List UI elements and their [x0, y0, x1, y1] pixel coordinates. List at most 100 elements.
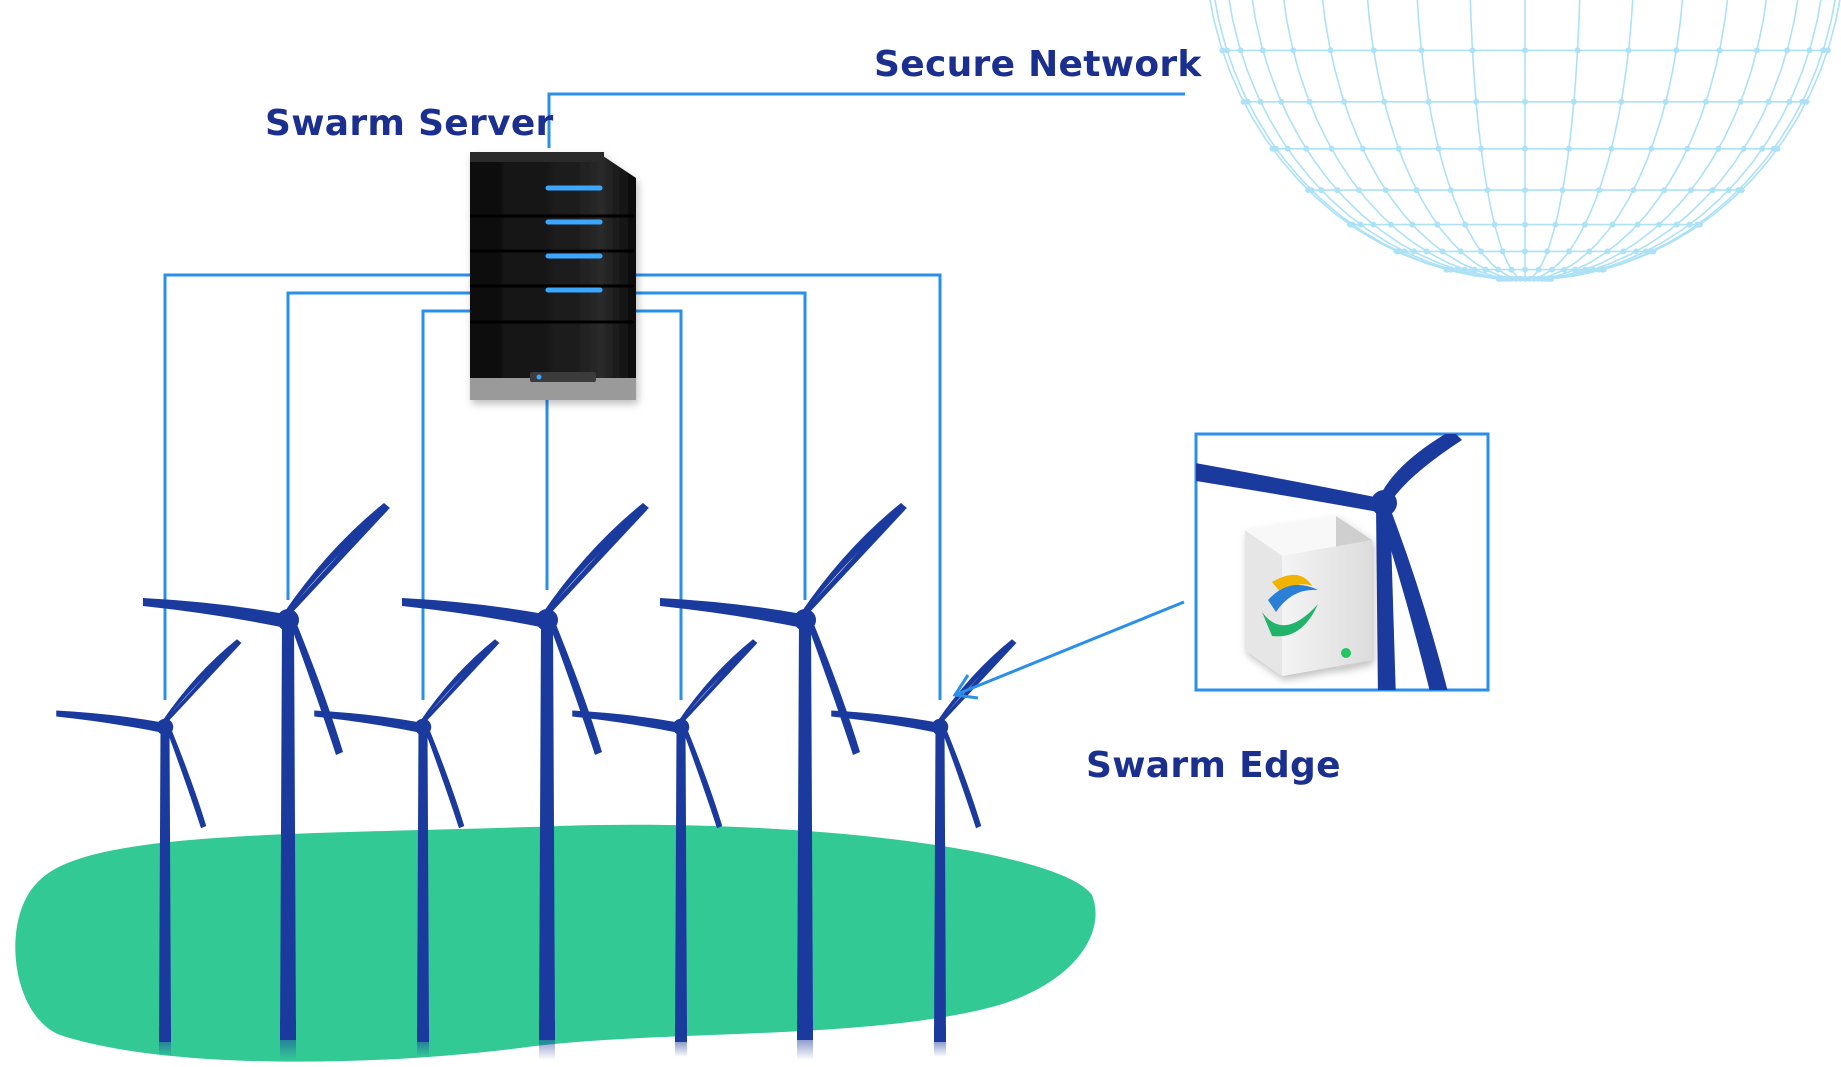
globe-mesh-node	[1526, 275, 1533, 282]
link-turbine-5	[625, 309, 683, 700]
globe-mesh-node	[1620, 248, 1627, 255]
globe-mesh-node	[1759, 145, 1766, 152]
globe-mesh-node	[1522, 248, 1528, 255]
edge-status-led	[1341, 648, 1351, 658]
swarm-edge-label: Swarm Edge	[1086, 745, 1341, 786]
swarm-edge-detail-box	[1194, 432, 1490, 692]
globe-mesh-node	[1237, 47, 1244, 54]
globe-mesh-node	[1395, 145, 1402, 152]
globe-mesh-node	[1697, 221, 1703, 228]
globe-mesh-node	[1334, 187, 1341, 194]
globe-mesh-line	[1416, 0, 1526, 281]
globe-mesh-node	[1382, 187, 1389, 194]
globe-mesh-node	[1582, 266, 1589, 273]
globe-mesh-node	[1462, 221, 1469, 228]
globe-mesh-node	[1395, 248, 1402, 255]
globe-mesh-node	[1535, 266, 1542, 273]
globe-mesh-node	[1517, 275, 1524, 282]
globe-mesh-node	[1454, 266, 1460, 273]
globe-mesh-node	[1327, 47, 1334, 54]
globe-mesh-node	[1370, 47, 1377, 54]
globe-mesh-node	[1499, 248, 1506, 255]
globe-mesh-node	[1604, 248, 1611, 255]
globe-mesh-line	[1366, 0, 1526, 281]
globe-mesh-node	[1413, 187, 1420, 194]
globe-mesh-node	[1608, 145, 1615, 152]
globe-mesh-node	[1673, 221, 1680, 228]
globe-mesh-line	[1524, 0, 1634, 281]
globe-mesh-line	[1283, 0, 1526, 281]
globe-mesh-node	[1565, 145, 1572, 152]
globe-mesh-node	[1686, 221, 1693, 228]
green-island-shape	[15, 824, 1096, 1062]
swarm-logo-icon	[1262, 574, 1318, 637]
edge-turbine-blade-down	[1380, 508, 1448, 690]
globe-mesh-node	[1439, 248, 1446, 255]
globe-mesh-node	[1341, 98, 1348, 105]
globe-mesh-node	[1447, 187, 1454, 194]
globe-mesh-node	[1284, 145, 1291, 152]
globe-mesh-node	[1824, 47, 1831, 54]
globe-mesh-node	[1381, 98, 1388, 105]
globe-mesh-node	[1423, 248, 1430, 255]
globe-mesh-node	[1738, 187, 1745, 194]
globe-mesh-node	[1559, 187, 1566, 194]
globe-mesh-line	[1321, 0, 1526, 281]
globe-mesh-node	[1688, 187, 1694, 194]
globe-mesh-node	[1715, 145, 1722, 152]
globe-mesh-node	[1784, 47, 1791, 54]
globe-mesh-node	[1673, 47, 1680, 54]
globe-mesh-node	[1273, 145, 1280, 152]
globe-mesh-node	[1359, 145, 1366, 152]
globe-mesh-node	[1522, 275, 1528, 282]
globe-mesh-node	[1478, 248, 1484, 255]
globe-mesh-node	[1469, 47, 1476, 54]
link-turbine-1	[163, 273, 470, 700]
server-tower-icon	[470, 152, 636, 400]
globe-mesh-line	[1524, 0, 1581, 281]
globe-mesh-node	[1484, 187, 1491, 194]
globe-mesh-node	[1387, 221, 1394, 228]
globe-mesh-line	[1524, 0, 1767, 281]
globe-mesh-node	[1572, 266, 1579, 273]
globe-mesh-node	[1753, 47, 1760, 54]
globe-mesh-node	[1566, 248, 1572, 255]
globe-mesh-node	[1457, 248, 1464, 255]
globe-mesh-node	[1522, 266, 1528, 273]
link-turbine-2	[286, 291, 470, 600]
globe-mesh-node	[1471, 266, 1478, 273]
link-turbine-3	[421, 309, 470, 700]
globe-mesh-node	[1725, 187, 1732, 194]
edge-pointer-arrow	[952, 600, 1185, 700]
network-links	[163, 92, 1185, 700]
globe-mesh-node	[1308, 187, 1315, 194]
globe-mesh-node	[1570, 98, 1577, 105]
globe-mesh-node	[1634, 221, 1641, 228]
globe-mesh-node	[1803, 98, 1810, 105]
swarm-server-label: Swarm Server	[265, 103, 554, 144]
globe-mesh-node	[1596, 187, 1603, 194]
globe-mesh-node	[1684, 145, 1691, 152]
globe-mesh-node	[1410, 248, 1417, 255]
globe-mesh-node	[1357, 221, 1364, 228]
globe-mesh-line	[1524, 0, 1729, 281]
globe-mesh-node	[1425, 98, 1432, 105]
globe-mesh-node	[1609, 221, 1616, 228]
globe-mesh-node	[1370, 221, 1377, 228]
secure-network-label: Secure Network	[874, 44, 1202, 85]
globe-mesh-node	[1662, 98, 1669, 105]
edge-turbine-blade-left	[1196, 463, 1380, 512]
globe-mesh-node	[1401, 248, 1408, 255]
globe-mesh-node	[1581, 221, 1588, 228]
globe-mesh-node	[1548, 266, 1555, 273]
globe-mesh-node	[1716, 47, 1723, 54]
globe-mesh-node	[1544, 248, 1551, 255]
globe-mesh-line	[1524, 0, 1799, 281]
globe-mesh-node	[1737, 98, 1744, 105]
edge-turbine-blade-up	[1382, 434, 1462, 500]
globe-mesh-node	[1257, 98, 1264, 105]
globe-mesh-node	[1799, 98, 1806, 105]
globe-mesh-node	[1223, 47, 1230, 54]
globe-mesh-node	[1491, 221, 1498, 228]
